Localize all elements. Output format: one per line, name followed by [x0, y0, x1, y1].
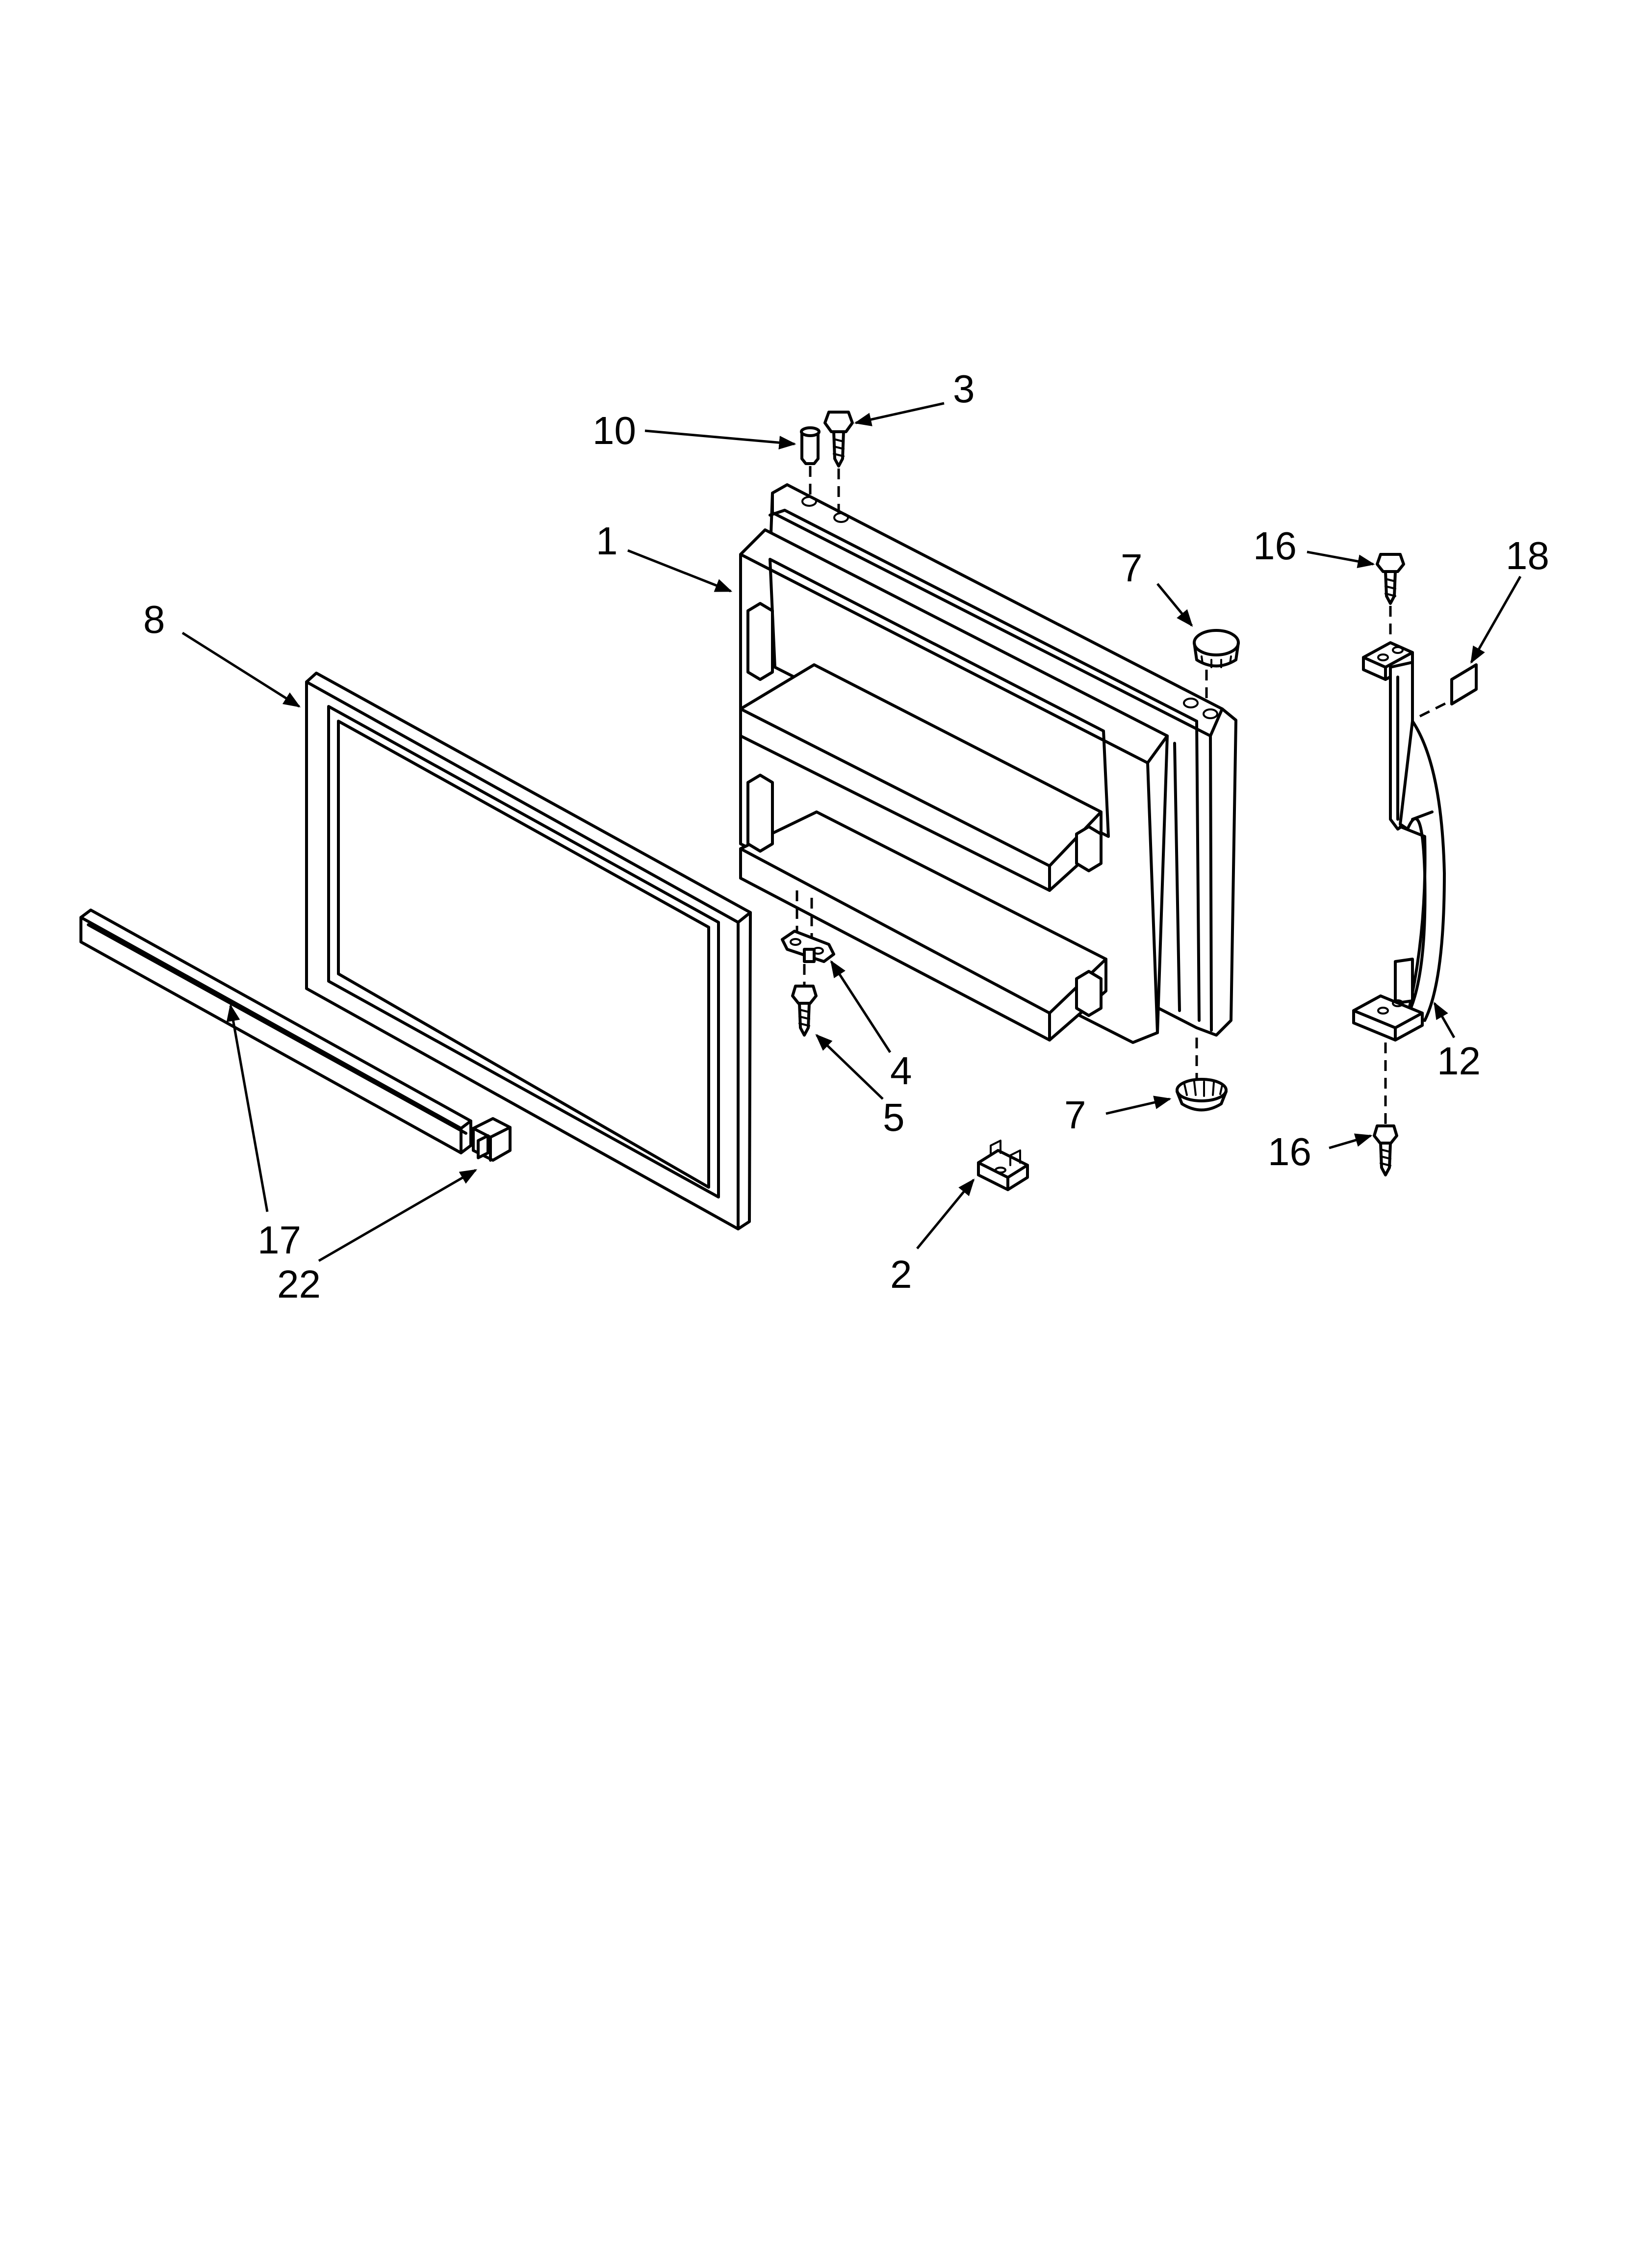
callout-8: 8 — [143, 598, 165, 641]
callout-2: 2 — [890, 1252, 912, 1296]
screw-part-hinge — [791, 964, 818, 1037]
callout-4: 4 — [890, 1049, 912, 1093]
callout-5: 5 — [883, 1095, 905, 1139]
callout-12: 12 — [1437, 1039, 1481, 1083]
clip-part — [977, 1140, 1029, 1191]
leader-lines — [181, 402, 1522, 1262]
door-liner-part — [739, 483, 1237, 1044]
callout-3: 3 — [953, 367, 975, 411]
callout-22: 22 — [277, 1262, 321, 1306]
callout-18: 18 — [1506, 534, 1549, 577]
end-cap-part — [472, 1117, 512, 1162]
hinge-cap-part-top — [1193, 629, 1240, 699]
handle-screw-part-top — [1376, 553, 1405, 640]
callout-16-bottom: 16 — [1268, 1130, 1311, 1173]
handle-screw-part-bottom — [1373, 1043, 1398, 1176]
callout-7-bottom: 7 — [1064, 1093, 1086, 1137]
callout-17: 17 — [257, 1218, 301, 1262]
plug-part — [800, 426, 821, 495]
label-part — [1419, 663, 1478, 718]
hinge-bracket-part — [781, 890, 835, 963]
gasket-part — [305, 672, 752, 1230]
callout-16-top: 16 — [1253, 524, 1297, 568]
screw-part-top — [823, 411, 854, 513]
door-handle-part — [1352, 641, 1446, 1042]
callout-1: 1 — [596, 519, 618, 563]
callout-10: 10 — [592, 409, 636, 452]
hinge-cap-part-bottom — [1176, 1038, 1228, 1112]
callout-7-top: 7 — [1121, 546, 1143, 590]
callout-labels: 10 3 1 8 7 16 18 4 5 7 12 16 2 17 22 — [143, 367, 1549, 1306]
trim-strip-part — [79, 909, 472, 1154]
